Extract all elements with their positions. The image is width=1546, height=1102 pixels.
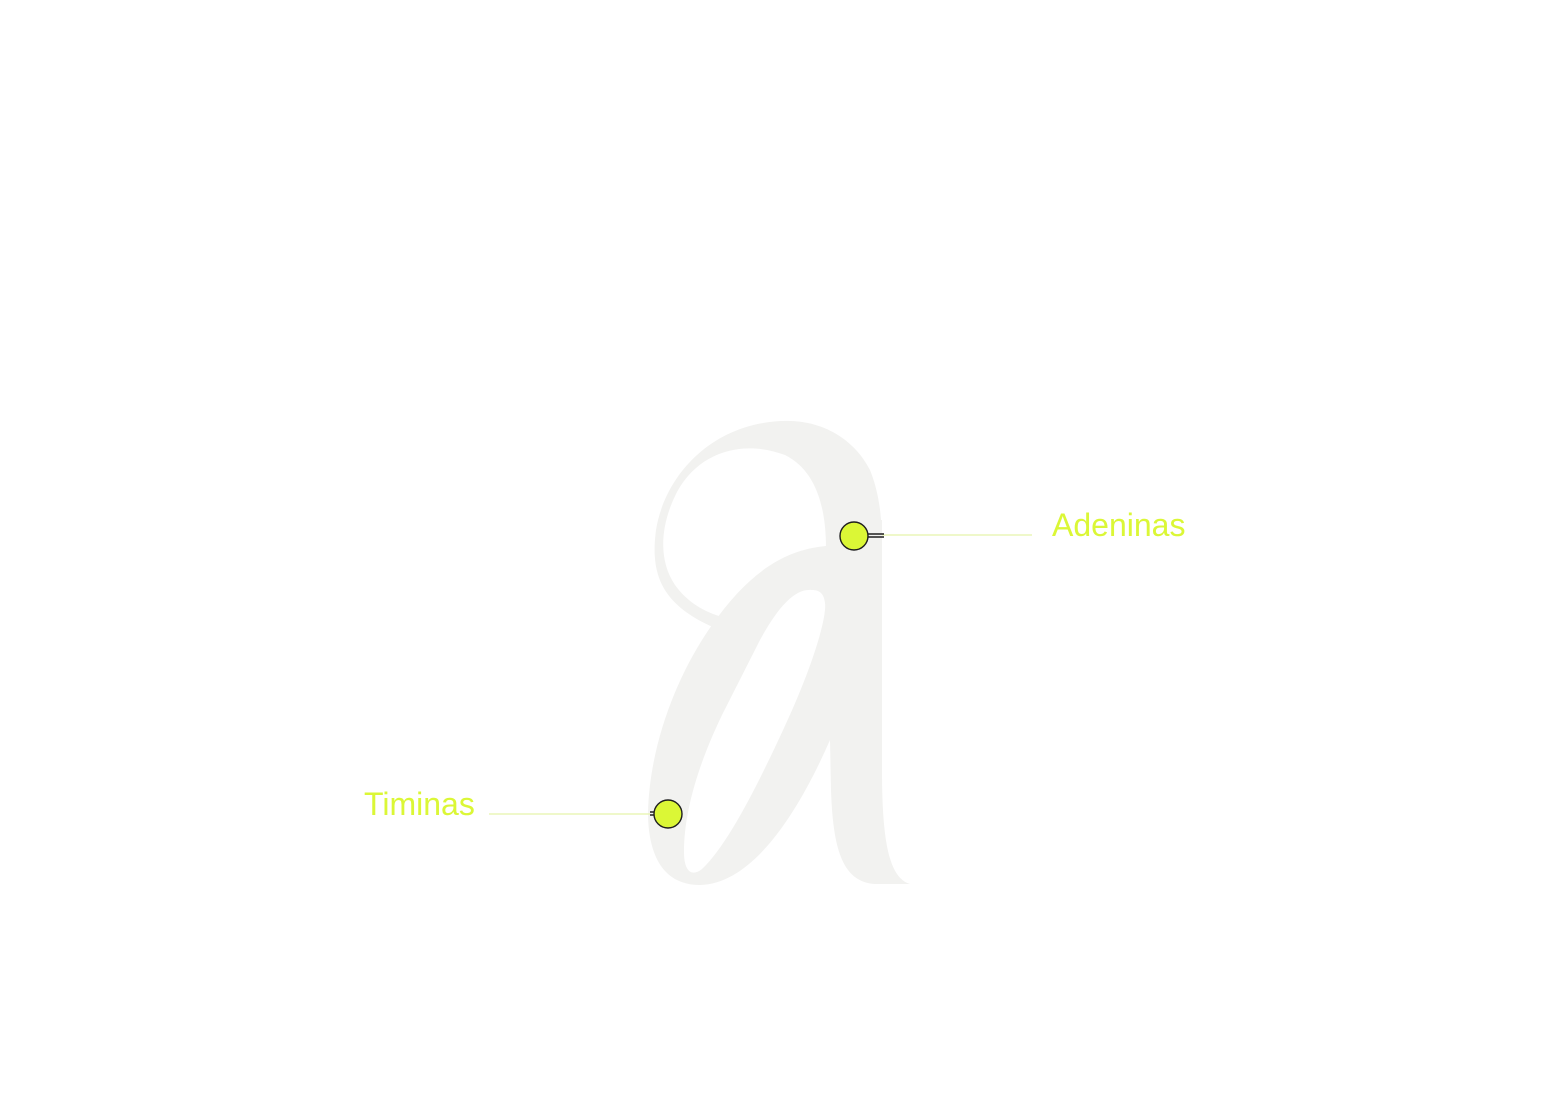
glyph-top-loop	[654, 420, 882, 628]
marker-adeninas	[839, 521, 869, 551]
glyph-bowl-and-stem	[648, 520, 910, 885]
letter-a-glyph	[648, 420, 910, 885]
callout-timinas	[489, 799, 683, 829]
label-timinas: Timinas	[364, 786, 475, 822]
label-adeninas: Adeninas	[1052, 507, 1186, 543]
callout-adeninas	[839, 521, 1032, 551]
marker-timinas	[653, 799, 683, 829]
